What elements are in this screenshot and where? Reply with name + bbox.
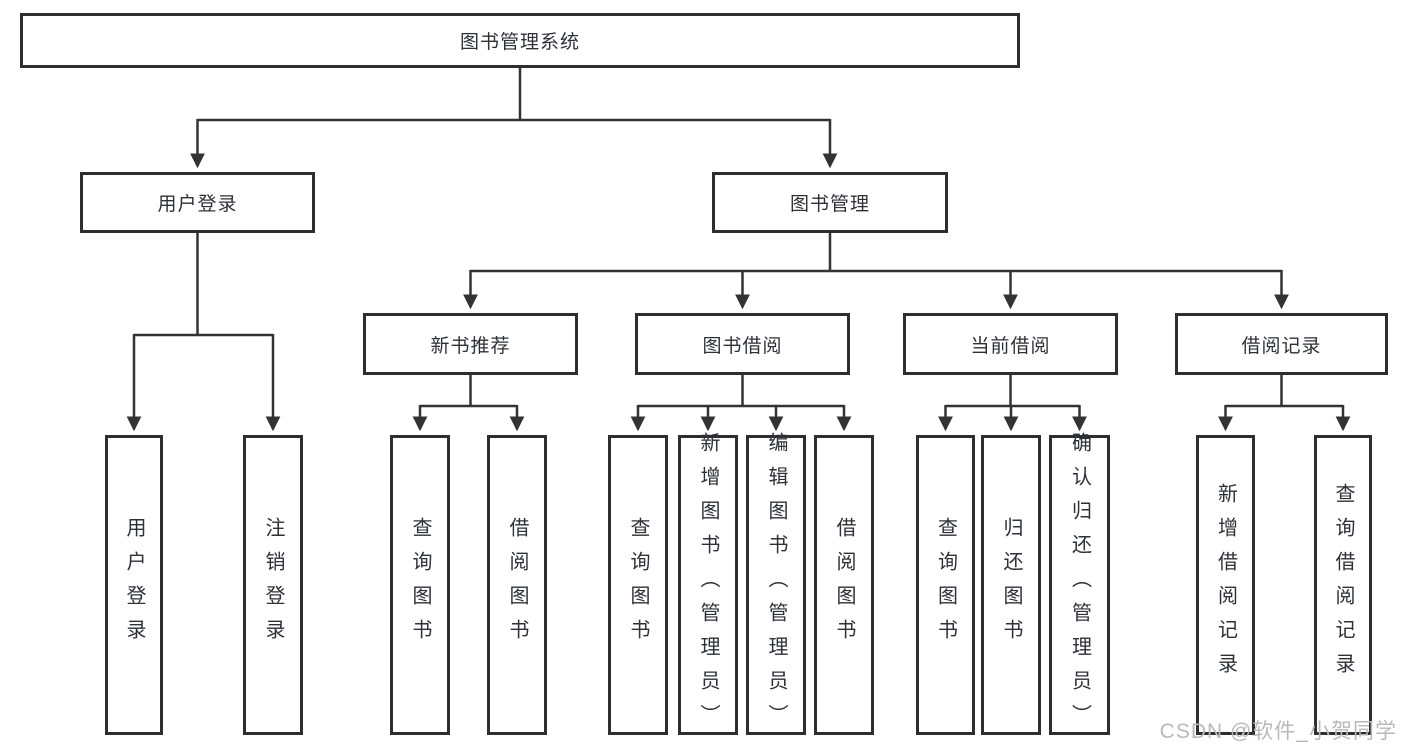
leaf-label: 新增图书（管理员） [697,432,719,738]
leaf-label: 编辑图书（管理员） [765,432,787,738]
leaf-query-books-3: 查询图书 [916,435,975,735]
leaf-query-borrow-record: 查询借阅记录 [1314,435,1372,735]
leaf-user-login: 用户登录 [105,435,163,735]
node-borrow-records: 借阅记录 [1175,313,1388,375]
leaf-query-books-1: 查询图书 [390,435,450,735]
leaf-borrow-books-1: 借阅图书 [487,435,547,735]
node-new-book-recommend: 新书推荐 [363,313,578,375]
node-user-login: 用户登录 [80,172,315,233]
node-book-borrow: 图书借阅 [635,313,850,375]
leaf-query-books-2: 查询图书 [608,435,668,735]
leaf-label: 注销登录 [262,517,284,653]
leaf-borrow-books-2: 借阅图书 [814,435,874,735]
node-book-management: 图书管理 [712,172,948,233]
leaf-logout: 注销登录 [243,435,303,735]
leaf-label: 借阅图书 [506,517,528,653]
leaf-confirm-return-admin: 确认归还（管理员） [1049,432,1110,738]
leaf-label: 新增借阅记录 [1214,483,1237,687]
leaf-label: 查询图书 [409,517,431,653]
node-root: 图书管理系统 [20,13,1020,68]
leaf-label: 确认归还（管理员） [1068,432,1091,738]
leaf-add-books-admin: 新增图书（管理员） [678,432,738,738]
leaf-label: 查询图书 [934,517,957,653]
leaf-label: 查询图书 [627,517,649,653]
leaf-label: 借阅图书 [833,517,855,653]
leaf-label: 归还图书 [1000,517,1022,653]
leaf-return-books: 归还图书 [981,435,1041,735]
node-current-borrow: 当前借阅 [903,313,1118,375]
leaf-add-borrow-record: 新增借阅记录 [1196,435,1255,735]
leaf-label: 用户登录 [123,517,145,653]
watermark: CSDN @软件_小贺同学 [1159,720,1397,743]
leaf-label: 查询借阅记录 [1332,483,1354,687]
leaf-edit-books-admin: 编辑图书（管理员） [746,432,806,738]
